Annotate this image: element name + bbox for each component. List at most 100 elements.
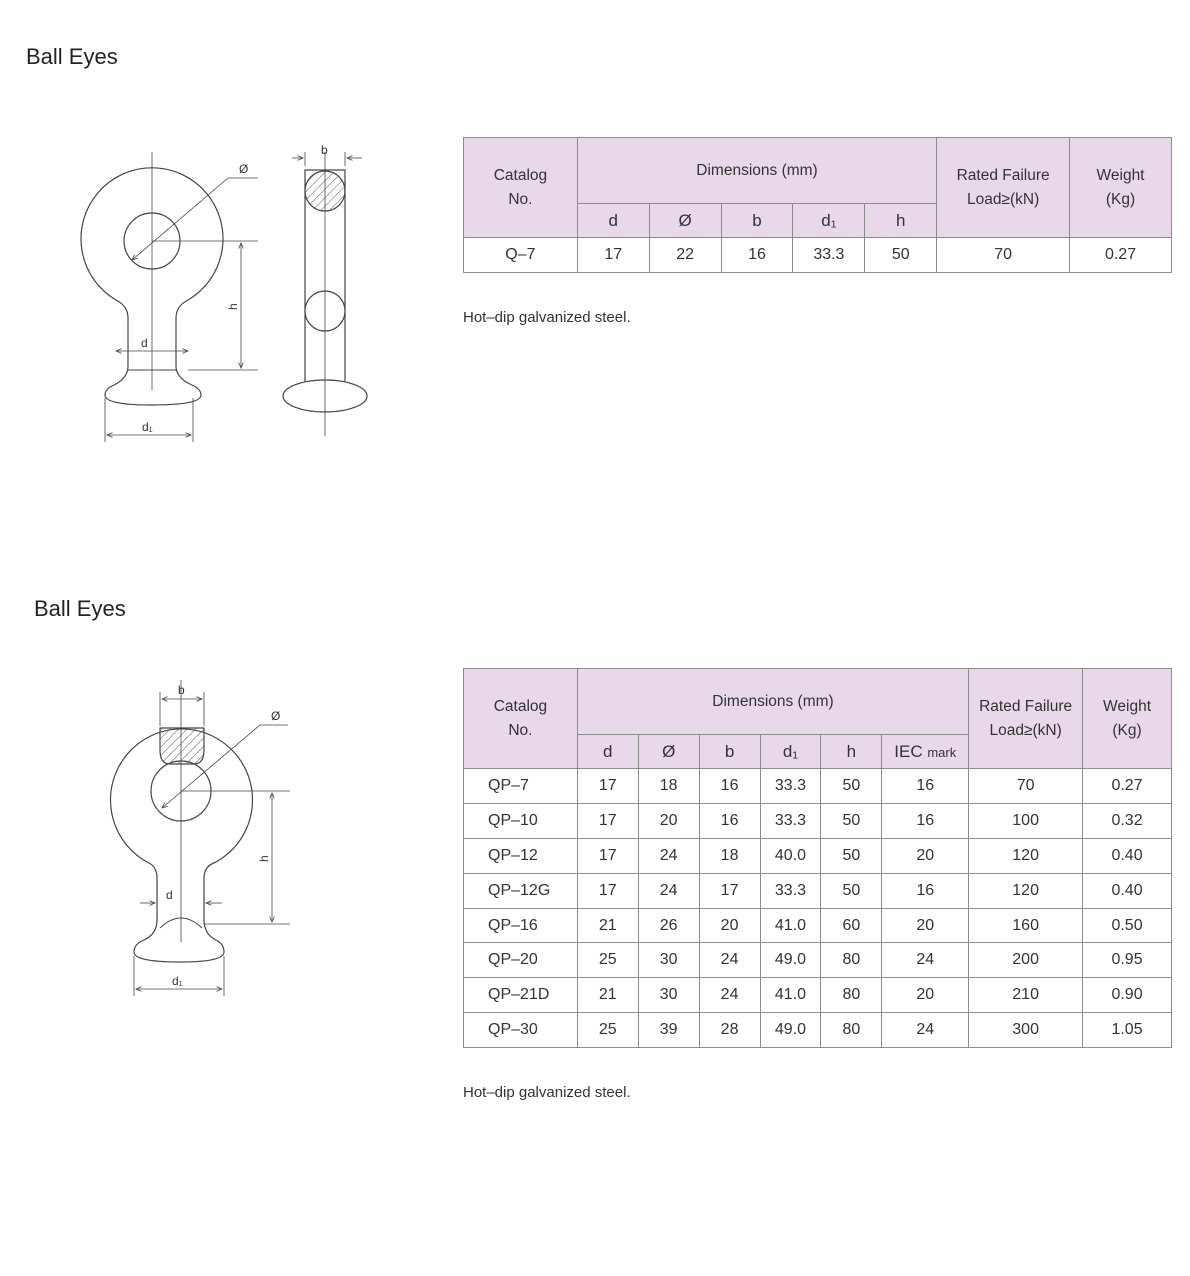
subheader-iec-mark: IEC mark	[881, 734, 970, 769]
cell: 49.0	[759, 1012, 822, 1049]
ball-eye-drawing-1: Ø h d d₁ b	[60, 140, 390, 460]
cell: 17	[576, 768, 639, 804]
section2-note: Hot–dip galvanized steel.	[463, 1084, 631, 1101]
cell: 39	[637, 1012, 700, 1049]
cell: QP–10	[463, 802, 578, 839]
diagram2-d1-label: d₁	[172, 974, 183, 988]
cell: 0.27	[1069, 237, 1172, 273]
cell: 20	[637, 802, 700, 839]
cell: 160	[968, 907, 1084, 944]
cell: 25	[576, 942, 639, 979]
cell: 20	[881, 907, 970, 944]
cell: 18	[637, 768, 700, 804]
cell: 17	[698, 872, 761, 909]
cell: 25	[576, 1012, 639, 1049]
cell: 120	[968, 837, 1084, 874]
cell: 40.0	[759, 837, 822, 874]
cell: 70	[968, 768, 1084, 804]
cell: 60	[820, 907, 883, 944]
subheader-phi: Ø	[637, 734, 700, 769]
cell: 20	[881, 977, 970, 1014]
cell: 1.05	[1082, 1012, 1172, 1049]
cell: 17	[576, 872, 639, 909]
cell: 80	[820, 1012, 883, 1049]
cell: 50	[864, 237, 938, 273]
cell: 16	[881, 768, 970, 804]
cell: 21	[576, 977, 639, 1014]
cell: 30	[637, 977, 700, 1014]
diagram2-phi-label: Ø	[271, 709, 280, 723]
cell: 50	[820, 837, 883, 874]
diagram1-d-label: d	[141, 336, 148, 350]
diagram2-h-label: h	[257, 855, 271, 862]
cell: 30	[637, 942, 700, 979]
cell: 24	[698, 942, 761, 979]
cell: 16	[881, 872, 970, 909]
diagram1-h-label: h	[226, 303, 240, 310]
cell: 0.40	[1082, 872, 1172, 909]
cell: 50	[820, 768, 883, 804]
cell: 33.3	[759, 768, 822, 804]
cell: 24	[637, 837, 700, 874]
cell: 0.95	[1082, 942, 1172, 979]
subheader-b: b	[698, 734, 761, 769]
header-dimensions: Dimensions (mm)	[576, 137, 938, 204]
subheader-h: h	[864, 203, 938, 238]
cell: 26	[637, 907, 700, 944]
cell: 50	[820, 872, 883, 909]
cell: 80	[820, 977, 883, 1014]
cell: 24	[637, 872, 700, 909]
cell: 50	[820, 802, 883, 839]
diagram2-b-label: b	[178, 683, 185, 697]
cell: 120	[968, 872, 1084, 909]
cell: 0.32	[1082, 802, 1172, 839]
section1-note: Hot–dip galvanized steel.	[463, 309, 631, 326]
cell: 17	[576, 237, 650, 273]
cell: 0.90	[1082, 977, 1172, 1014]
cell: 21	[576, 907, 639, 944]
cell: 210	[968, 977, 1084, 1014]
diagram2-d-label: d	[166, 888, 173, 902]
cell: QP–7	[463, 768, 578, 804]
cell: 28	[698, 1012, 761, 1049]
cell: 20	[881, 837, 970, 874]
subheader-h: h	[820, 734, 883, 769]
cell: 80	[820, 942, 883, 979]
cell: 0.50	[1082, 907, 1172, 944]
cell: 20	[698, 907, 761, 944]
cell: 18	[698, 837, 761, 874]
diagram1-phi-label: Ø	[239, 162, 248, 176]
cell: 17	[576, 837, 639, 874]
cell: 17	[576, 802, 639, 839]
cell: QP–12	[463, 837, 578, 874]
ball-eye-drawing-2: b Ø h d d₁	[100, 680, 300, 1000]
cell: 49.0	[759, 942, 822, 979]
cell: 100	[968, 802, 1084, 839]
cell: QP–12G	[463, 872, 578, 909]
header-dimensions: Dimensions (mm)	[576, 668, 970, 735]
cell: QP–20	[463, 942, 578, 979]
diagram1-d1-label: d₁	[142, 420, 153, 434]
header-weight: Weight(Kg)	[1069, 137, 1172, 238]
cell: 16	[720, 237, 794, 273]
cell: 41.0	[759, 907, 822, 944]
cell: 16	[698, 802, 761, 839]
section1-title: Ball Eyes	[26, 44, 118, 69]
header-weight: Weight(Kg)	[1082, 668, 1172, 769]
cell: 33.3	[759, 802, 822, 839]
subheader-d: d	[576, 203, 650, 238]
subheader-d1: d₁	[792, 203, 866, 238]
cell: 41.0	[759, 977, 822, 1014]
